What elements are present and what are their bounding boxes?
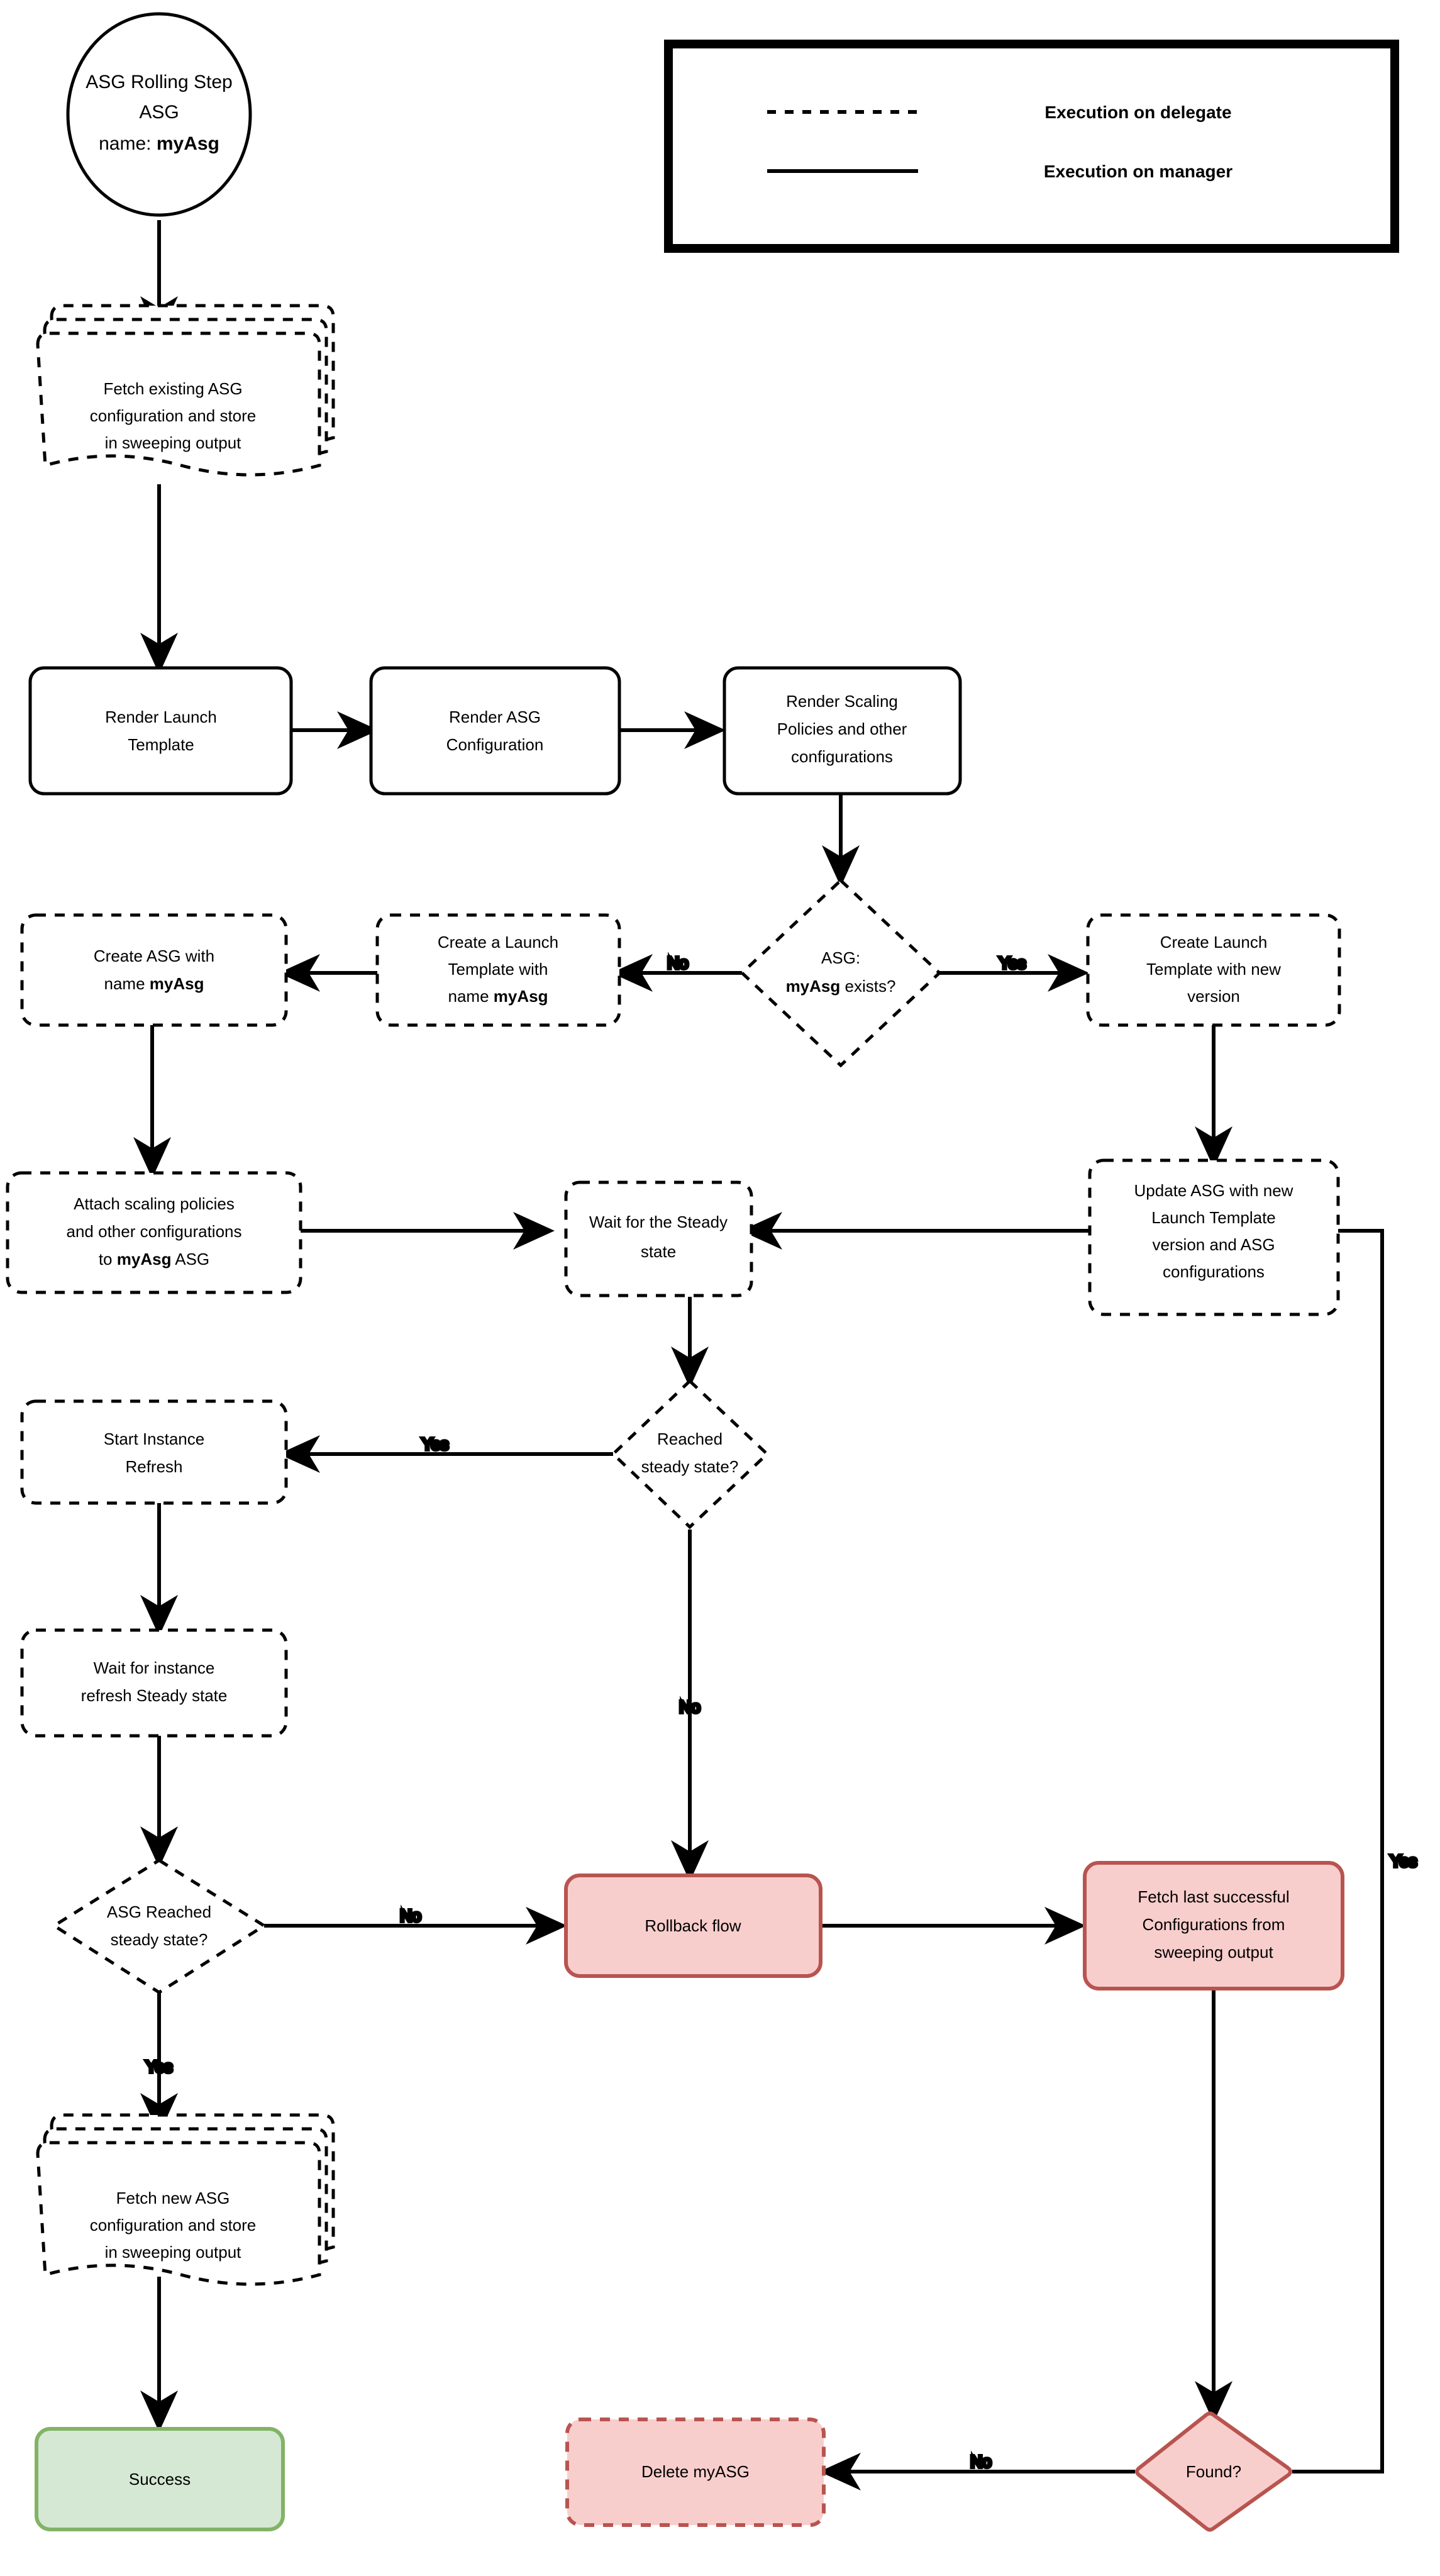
node-start-instance-refresh[interactable]: Start Instance Refresh xyxy=(20,1399,288,1505)
node-asg-exists-line2: myAsg exists? xyxy=(786,977,896,996)
node-create-launch-template-new-version[interactable]: Create Launch Template with new version xyxy=(1086,913,1341,1027)
edge-label-asgexists-yes: Yes xyxy=(999,953,1026,972)
node-start-line3-bold: myAsg xyxy=(157,133,219,154)
node-fetch-new-asg[interactable] xyxy=(36,2113,335,2286)
node-render-lt-line2: Template xyxy=(128,735,194,754)
node-fetchlast-line1: Fetch last successful xyxy=(1138,1887,1289,1906)
node-delete-line1: Delete myASG xyxy=(641,2462,750,2481)
node-attach-line3: to myAsg ASG xyxy=(99,1250,209,1269)
edge-label-reached-yes: Yes xyxy=(422,1435,448,1453)
node-found-line1: Found? xyxy=(1186,2462,1241,2481)
node-wir-line1: Wait for instance xyxy=(94,1658,215,1677)
node-create-lt-new-line3: version xyxy=(1187,987,1240,1006)
node-fetch-existing-asg[interactable] xyxy=(36,304,335,477)
node-start-line3-prefix: name: xyxy=(99,133,157,154)
node-asgreached-line2: steady state? xyxy=(111,1930,208,1949)
node-asg-reached-steady-state-decision[interactable]: ASG Reached steady state? xyxy=(51,1858,267,1994)
node-delete-myasg[interactable]: Delete myASG xyxy=(565,2418,826,2527)
node-asgreached-line1: ASG Reached xyxy=(107,1902,211,1921)
node-fetch-existing-line2: configuration and store xyxy=(90,406,257,425)
node-render-scaling-line1: Render Scaling xyxy=(786,692,898,711)
edge-found-yes xyxy=(1234,1212,1384,2473)
node-create-lt-named-line3-prefix: name xyxy=(448,987,494,1006)
node-update-asg-line2: Launch Template xyxy=(1151,1208,1276,1227)
node-attach-line3-suffix: ASG xyxy=(171,1250,209,1269)
node-reached-line1: Reached xyxy=(657,1430,723,1448)
node-create-asg-line2-bold: myAsg xyxy=(150,974,204,993)
node-update-asg-line4: configurations xyxy=(1163,1262,1265,1281)
node-render-asg-configuration[interactable]: Render ASG Configuration xyxy=(369,666,621,796)
node-render-lt-line1: Render Launch xyxy=(105,708,217,726)
node-render-scaling-policies[interactable]: Render Scaling Policies and other config… xyxy=(723,666,962,796)
legend-label-manager: Execution on manager xyxy=(1044,162,1232,181)
node-start-line1: ASG Rolling Step xyxy=(86,72,232,92)
node-fetch-existing-line1: Fetch existing ASG xyxy=(103,379,242,398)
edge-label-found-no: No xyxy=(970,2452,991,2471)
node-create-asg-line1: Create ASG with xyxy=(94,947,214,965)
node-fetch-last-successful[interactable]: Fetch last successful Configurations fro… xyxy=(1083,1861,1344,1990)
node-create-lt-new-line2: Template with new xyxy=(1146,960,1281,979)
node-start-line2: ASG xyxy=(139,102,179,123)
node-attach-line3-bold: myAsg xyxy=(117,1250,172,1269)
node-create-lt-named-line2: Template with xyxy=(448,960,548,979)
node-rollback-flow[interactable]: Rollback flow xyxy=(564,1874,822,1978)
edge-label-found-yes: Yes xyxy=(1390,1852,1417,1870)
node-fetchlast-line2: Configurations from xyxy=(1143,1915,1285,1934)
node-asg-exists-line1: ASG: xyxy=(821,948,860,967)
node-found-decision[interactable]: Found? xyxy=(1135,2411,1292,2532)
node-fetchnew-line3: in sweeping output xyxy=(105,2243,242,2262)
edge-label-asgexists-no: No xyxy=(667,953,688,972)
node-success-line1: Success xyxy=(129,2470,191,2489)
node-update-asg[interactable]: Update ASG with new Launch Template vers… xyxy=(1088,1158,1340,1316)
node-fetch-existing-line3: in sweeping output xyxy=(105,433,242,452)
node-render-scaling-line2: Policies and other xyxy=(777,719,907,738)
node-fetch-existing-asg-text: Fetch existing ASG configuration and sto… xyxy=(90,379,257,452)
node-asg-exists-decision[interactable]: ASG: myAsg exists? xyxy=(739,878,942,1068)
node-start[interactable]: ASG Rolling Step ASG name: myAsg xyxy=(66,12,252,217)
node-reached-steady-state-decision[interactable]: Reached steady state? xyxy=(611,1379,770,1530)
node-create-launch-template-named[interactable]: Create a Launch Template with name myAsg xyxy=(375,913,621,1027)
node-rollback-line1: Rollback flow xyxy=(645,1916,741,1935)
node-start-line3: name: myAsg xyxy=(99,133,219,154)
node-render-asg-line2: Configuration xyxy=(446,735,544,754)
node-sir-line2: Refresh xyxy=(125,1457,182,1476)
node-fetchlast-line3: sweeping output xyxy=(1154,1943,1273,1962)
node-fetch-new-asg-text: Fetch new ASG configuration and store in… xyxy=(90,2189,257,2262)
node-render-asg-line1: Render ASG xyxy=(449,708,541,726)
node-reached-line2: steady state? xyxy=(641,1457,739,1476)
node-create-asg-line2-prefix: name xyxy=(104,974,150,993)
node-attach-line2: and other configurations xyxy=(67,1222,242,1241)
node-wait-steady-line2: state xyxy=(641,1242,676,1261)
legend: Execution on delegate Execution on manag… xyxy=(664,40,1399,253)
node-fetchnew-line2: configuration and store xyxy=(90,2216,257,2235)
node-fetchnew-line1: Fetch new ASG xyxy=(116,2189,230,2207)
node-create-asg-line2: name myAsg xyxy=(104,974,204,993)
edge-label-reached-no: No xyxy=(679,1697,700,1716)
node-success[interactable]: Success xyxy=(35,2427,285,2531)
node-create-lt-named-line3: name myAsg xyxy=(448,987,548,1006)
node-wait-steady-state[interactable]: Wait for the Steady state xyxy=(564,1180,753,1297)
node-create-lt-new-line1: Create Launch xyxy=(1160,933,1268,952)
node-create-lt-named-line1: Create a Launch xyxy=(438,933,558,952)
node-asg-exists-line2-bold: myAsg xyxy=(786,977,841,996)
node-asg-exists-line2-rest: exists? xyxy=(840,977,895,996)
node-render-scaling-line3: configurations xyxy=(791,747,893,766)
node-attach-line1: Attach scaling policies xyxy=(74,1194,235,1213)
edges: No Yes Yes No No Yes xyxy=(133,220,1419,2490)
node-update-asg-line1: Update ASG with new xyxy=(1134,1181,1293,1200)
node-render-launch-template[interactable]: Render Launch Template xyxy=(28,666,293,796)
edge-label-asgreached-yes: Yes xyxy=(146,2057,172,2076)
node-wait-steady-line1: Wait for the Steady xyxy=(589,1213,728,1231)
node-attach-line3-prefix: to xyxy=(99,1250,117,1269)
node-wait-instance-refresh[interactable]: Wait for instance refresh Steady state xyxy=(20,1628,288,1738)
legend-label-delegate: Execution on delegate xyxy=(1044,103,1231,122)
node-wir-line2: refresh Steady state xyxy=(81,1686,228,1705)
node-update-asg-line3: version and ASG xyxy=(1152,1235,1275,1254)
node-create-lt-named-line3-bold: myAsg xyxy=(494,987,548,1006)
node-create-asg[interactable]: Create ASG with name myAsg xyxy=(20,913,288,1027)
node-sir-line1: Start Instance xyxy=(104,1430,204,1448)
edge-label-asgreached-no: No xyxy=(400,1906,421,1925)
node-attach-scaling-policies[interactable]: Attach scaling policies and other config… xyxy=(6,1171,302,1294)
